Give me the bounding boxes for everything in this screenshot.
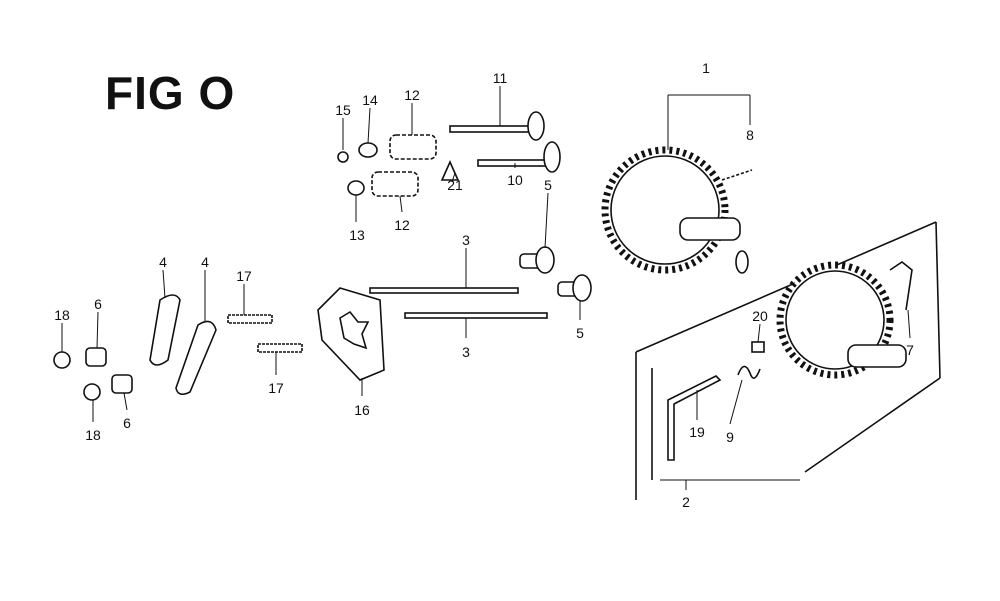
- weight-7: [889, 261, 913, 311]
- callout-8: 8: [746, 127, 754, 143]
- guide-plate-16: [317, 287, 385, 381]
- stud-lower: [257, 343, 303, 353]
- callout-2: 2: [682, 494, 690, 510]
- spring-9: [737, 365, 761, 379]
- nut-upper: [53, 351, 71, 369]
- callout-21: 21: [447, 177, 463, 193]
- callout-1: 1: [702, 60, 710, 76]
- rocker-pivot-lower: [111, 374, 133, 394]
- spring-8: [721, 169, 753, 181]
- callout-3: 3: [462, 232, 470, 248]
- callout-6: 6: [123, 415, 131, 431]
- callout-6: 6: [94, 296, 102, 312]
- cotter-15: [337, 151, 349, 163]
- tappet-lower: [557, 274, 592, 302]
- callout-7: 7: [906, 342, 914, 358]
- callout-14: 14: [362, 92, 378, 108]
- callout-4: 4: [201, 254, 209, 270]
- stud-upper: [227, 314, 273, 324]
- callout-9: 9: [726, 429, 734, 445]
- assembly-2-frame: [635, 221, 941, 500]
- callout-4: 4: [159, 254, 167, 270]
- pin-19: [667, 375, 722, 461]
- callout-11: 11: [493, 70, 508, 86]
- callout-13: 13: [349, 227, 365, 243]
- callout-19: 19: [689, 424, 705, 440]
- callout-20: 20: [752, 308, 768, 324]
- push-rod-upper: [369, 287, 519, 294]
- push-rod-lower: [404, 312, 548, 319]
- camshaft-gear-2: [776, 261, 907, 379]
- figure-title: FIG O: [105, 67, 236, 119]
- callout-12: 12: [404, 87, 420, 103]
- camshaft-gear-1: [601, 146, 749, 274]
- callout-3: 3: [462, 344, 470, 360]
- retainer-14: [358, 142, 378, 158]
- callout-5: 5: [576, 325, 584, 341]
- rocker-pivot-upper: [85, 347, 107, 367]
- callout-18: 18: [85, 427, 101, 443]
- valve-11: [449, 111, 545, 141]
- callout-16: 16: [354, 402, 370, 418]
- callout-10: 10: [507, 172, 523, 188]
- valve-spring-upper: [389, 134, 437, 160]
- pin-20: [751, 341, 765, 353]
- callout-5: 5: [544, 177, 552, 193]
- leader-lines: [61, 86, 911, 490]
- guide-plate-cutout: [339, 310, 370, 350]
- nut-lower: [83, 383, 101, 401]
- valve-10: [477, 141, 561, 173]
- retainer-13: [347, 180, 365, 196]
- tappet-upper: [519, 246, 555, 274]
- rocker-arm-right: [175, 320, 217, 396]
- callout-17: 17: [236, 268, 252, 284]
- callout-12: 12: [394, 217, 410, 233]
- callout-15: 15: [335, 102, 351, 118]
- callout-18: 18: [54, 307, 70, 323]
- callout-17: 17: [268, 380, 284, 396]
- rocker-arm-left: [149, 294, 181, 366]
- valve-spring-lower: [371, 171, 419, 197]
